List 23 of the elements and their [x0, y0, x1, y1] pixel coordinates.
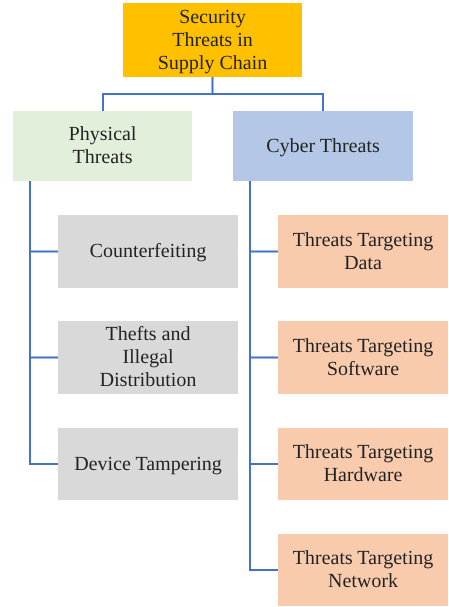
node-label: Thefts and Illegal Distribution — [98, 323, 198, 392]
item-box — [58, 428, 238, 500]
item-box — [278, 321, 448, 394]
item-box — [278, 534, 448, 606]
node-label: Threats Targeting Hardware — [292, 441, 434, 487]
item-box — [58, 215, 238, 288]
node-label: Threats Targeting Software — [292, 334, 434, 380]
category-box — [233, 111, 413, 181]
item-box — [278, 215, 448, 288]
node-label: Physical Threats — [68, 123, 138, 169]
node-label: Threats Targeting Data — [292, 228, 434, 274]
node-label: Cyber Threats — [266, 134, 380, 158]
item-box — [58, 321, 238, 394]
node-label: Security Threats in Supply Chain — [156, 6, 268, 74]
connector-line — [212, 77, 324, 111]
node-label: Counterfeiting — [90, 240, 206, 263]
category-box — [13, 111, 192, 181]
root-box — [123, 3, 302, 77]
item-box — [278, 428, 448, 500]
node-label: Threats Targeting Network — [292, 547, 434, 593]
connector-line — [249, 181, 278, 571]
node-label: Device Tampering — [74, 452, 222, 476]
connector-line — [29, 181, 58, 465]
